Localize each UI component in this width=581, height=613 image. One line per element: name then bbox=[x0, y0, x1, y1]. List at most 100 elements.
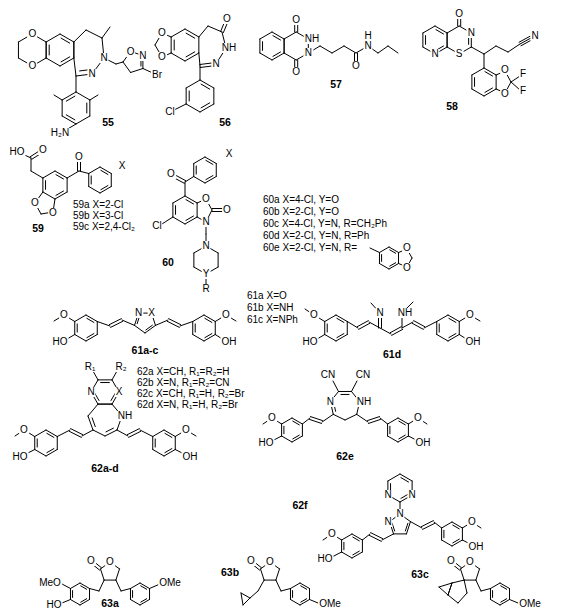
bond-line bbox=[388, 46, 398, 53]
bond-line bbox=[46, 42, 47, 58]
bond-line bbox=[472, 68, 484, 75]
bond-line bbox=[388, 474, 400, 481]
bond-line bbox=[345, 414, 357, 420]
bond-line bbox=[146, 325, 153, 330]
bond-line bbox=[90, 589, 99, 592]
bond-line bbox=[57, 430, 70, 437]
bond-line bbox=[341, 394, 349, 395]
bond-line bbox=[485, 88, 493, 92]
bond-line bbox=[86, 335, 97, 342]
bond-line bbox=[320, 46, 332, 53]
bond-line bbox=[492, 591, 493, 598]
atom-label: HO bbox=[46, 600, 63, 610]
bond-line bbox=[333, 414, 345, 420]
atom-label: O bbox=[465, 310, 475, 320]
atom-label: OMe bbox=[518, 599, 542, 609]
atom-label: O bbox=[467, 517, 477, 527]
bond-line bbox=[46, 430, 57, 437]
atom-label: O bbox=[86, 556, 96, 566]
bond-line bbox=[164, 430, 175, 437]
bond-line bbox=[82, 430, 93, 436]
atom-label: N bbox=[467, 28, 476, 38]
bond-line bbox=[496, 75, 497, 89]
bond-line bbox=[87, 318, 94, 322]
atom-label: HO bbox=[317, 554, 334, 564]
atom-label: N bbox=[363, 41, 372, 51]
bond-line bbox=[406, 522, 410, 534]
atom-label: O bbox=[126, 47, 136, 57]
bond-line bbox=[200, 80, 214, 88]
atom-label: N bbox=[375, 308, 384, 318]
bond-line bbox=[97, 322, 98, 335]
bond-line bbox=[276, 569, 280, 580]
atom-label: R₂ bbox=[114, 362, 127, 372]
bond-line bbox=[195, 324, 196, 332]
bond-line bbox=[86, 315, 97, 322]
bond-line bbox=[439, 324, 440, 332]
bond-line bbox=[205, 334, 212, 338]
atom-label: R bbox=[201, 284, 210, 294]
bond-line bbox=[501, 599, 507, 602]
bond-line bbox=[472, 89, 484, 96]
bond-line bbox=[77, 324, 78, 332]
bond-line bbox=[290, 583, 300, 589]
bond-line bbox=[165, 433, 172, 437]
bond-line bbox=[70, 589, 71, 600]
bond-line bbox=[87, 334, 94, 338]
bond-line bbox=[81, 599, 87, 602]
atom-label: N bbox=[87, 69, 96, 79]
atom-label: X bbox=[115, 387, 124, 397]
atom-label: O bbox=[309, 310, 319, 320]
bond-line bbox=[109, 319, 121, 325]
bond-line bbox=[471, 47, 484, 54]
atom-label: O bbox=[27, 29, 37, 39]
bond-line bbox=[116, 62, 123, 64]
atom-label: N bbox=[99, 53, 108, 63]
bond-line bbox=[337, 334, 344, 338]
bond-line bbox=[121, 589, 130, 592]
bond-line bbox=[436, 322, 437, 335]
bond-line bbox=[273, 52, 281, 56]
atom-label: X bbox=[118, 161, 127, 171]
bond-line bbox=[92, 418, 95, 427]
bond-line bbox=[370, 248, 379, 253]
bond-line bbox=[464, 580, 476, 581]
bond-line bbox=[185, 217, 197, 224]
bond-line bbox=[43, 192, 55, 199]
atom-label: O bbox=[291, 15, 301, 25]
bond-line bbox=[123, 62, 131, 73]
bond-line bbox=[186, 80, 200, 88]
bond-line bbox=[62, 584, 70, 589]
bond-line bbox=[200, 104, 214, 112]
bond-line bbox=[310, 419, 322, 423]
bond-line bbox=[353, 551, 359, 555]
bond-line bbox=[336, 335, 347, 342]
bond-line bbox=[164, 450, 175, 457]
bond-line bbox=[129, 431, 141, 437]
bond-line bbox=[341, 540, 342, 552]
bond-line bbox=[362, 540, 363, 552]
bond-line bbox=[484, 54, 485, 68]
bond-line bbox=[421, 521, 433, 527]
atom-label: NH bbox=[221, 43, 237, 53]
bond-line bbox=[97, 322, 110, 327]
bond-line bbox=[89, 589, 90, 600]
bond-line bbox=[67, 171, 79, 178]
bond-line bbox=[293, 435, 299, 439]
bond-line bbox=[76, 116, 90, 124]
bond-line bbox=[435, 26, 447, 33]
bond-line bbox=[70, 600, 80, 606]
atom-label: N bbox=[383, 517, 392, 527]
atom-label: NH bbox=[117, 411, 133, 421]
bond-line bbox=[199, 26, 208, 37]
bond-line bbox=[399, 421, 405, 425]
bond-line bbox=[216, 164, 217, 177]
bond-line bbox=[434, 522, 442, 528]
substituent-definition: 59b X=3-Cl bbox=[72, 211, 124, 221]
substituent-definition: 60e X=2-Cl, Y=N, R= bbox=[262, 243, 358, 253]
bond-line bbox=[47, 433, 54, 437]
bond-line bbox=[62, 600, 70, 604]
bond-line bbox=[501, 586, 507, 589]
bond-line bbox=[57, 437, 58, 450]
bond-line bbox=[79, 171, 89, 174]
